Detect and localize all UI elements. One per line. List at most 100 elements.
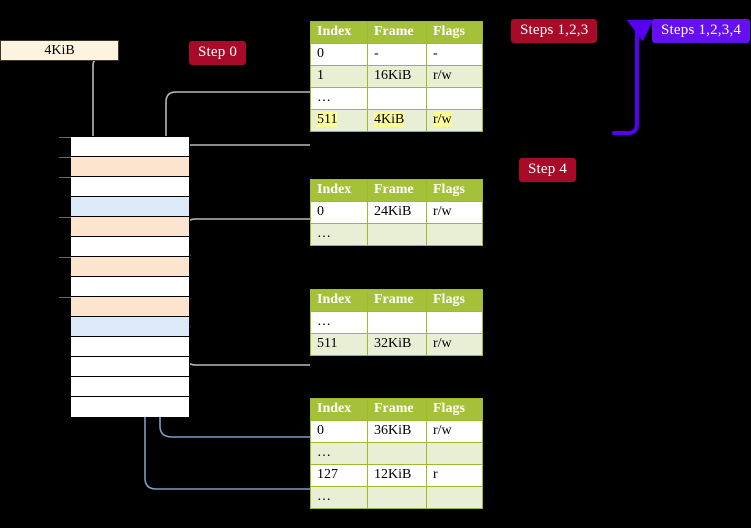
memory-frame-row <box>71 317 189 337</box>
table-row: … <box>310 311 483 334</box>
badge-steps-123: Steps 1,2,3 <box>511 19 598 43</box>
table-header-row: Index Frame Flags <box>310 21 483 44</box>
table-header-row: Index Frame Flags <box>310 289 483 312</box>
cell-frame <box>367 311 427 334</box>
cell-index: 0 <box>310 43 368 66</box>
cell-flags: r/w <box>426 333 483 356</box>
highlighted-value: 511 <box>317 112 338 127</box>
cell-frame: 16KiB <box>367 65 427 88</box>
badge-steps-1234: Steps 1,2,3,4 <box>652 19 751 43</box>
memory-frame-tick <box>59 177 71 178</box>
cell-flags <box>426 311 483 334</box>
cell-flags: r/w <box>426 65 483 88</box>
cell-index: 1 <box>310 65 368 88</box>
memory-frame-row <box>71 337 189 357</box>
page-size-label: 4KiB <box>44 43 75 58</box>
table-row: … <box>310 442 483 465</box>
column-header-index: Index <box>310 179 368 202</box>
wire-pdpt-to-grid <box>179 218 310 267</box>
column-header-frame: Frame <box>367 398 427 421</box>
table-row: … <box>310 486 483 509</box>
page-table-pd: Index Frame Flags … 511 32KiB r/w <box>310 289 483 356</box>
column-header-flags: Flags <box>426 21 483 44</box>
highlighted-value: r/w <box>433 112 452 127</box>
badge-step-4: Step 4 <box>519 158 577 182</box>
cell-frame: 4KiB <box>367 109 427 132</box>
cell-flags: r <box>426 464 483 487</box>
column-header-flags: Flags <box>426 179 483 202</box>
highlighted-value: 4KiB <box>374 112 405 127</box>
cell-flags <box>426 87 483 110</box>
physical-memory-grid <box>59 136 190 417</box>
table-row: 127 12KiB r <box>310 464 483 487</box>
memory-frame-row <box>71 237 189 257</box>
column-header-frame: Frame <box>367 21 427 44</box>
cell-index: … <box>310 486 368 509</box>
cell-frame: 36KiB <box>367 420 427 443</box>
column-header-index: Index <box>310 21 368 44</box>
column-header-index: Index <box>310 289 368 312</box>
cell-frame: 32KiB <box>367 333 427 356</box>
table-row: 0 36KiB r/w <box>310 420 483 443</box>
arrow-steps-1234 <box>612 19 654 135</box>
column-header-frame: Frame <box>367 179 427 202</box>
cell-index: … <box>310 223 368 246</box>
cell-flags: r/w <box>426 109 483 132</box>
column-header-flags: Flags <box>426 398 483 421</box>
memory-frame-row <box>71 357 189 377</box>
memory-frame-row <box>71 217 189 237</box>
memory-frame-tick <box>59 297 71 298</box>
page-size-box: 4KiB <box>0 40 119 61</box>
memory-frame-tick <box>59 257 71 258</box>
table-row: 0 24KiB r/w <box>310 201 483 224</box>
cell-frame <box>367 223 427 246</box>
memory-frame-row <box>71 377 189 397</box>
page-table-pdpt: Index Frame Flags 0 24KiB r/w … <box>310 179 483 246</box>
cell-index: 511 <box>310 333 368 356</box>
memory-frame-tick <box>59 157 71 158</box>
cell-index: 0 <box>310 201 368 224</box>
memory-frame-row <box>71 397 189 417</box>
memory-frame-row <box>71 137 189 157</box>
cell-flags <box>426 223 483 246</box>
cell-frame <box>367 87 427 110</box>
cell-index: … <box>310 87 368 110</box>
badge-step-0: Step 0 <box>189 41 247 65</box>
memory-frame-row <box>71 297 189 317</box>
table-row: 511 32KiB r/w <box>310 333 483 356</box>
table-row: … <box>310 87 483 110</box>
cell-flags: - <box>426 43 483 66</box>
cell-frame: 12KiB <box>367 464 427 487</box>
cell-frame: 24KiB <box>367 201 427 224</box>
page-table-pml4: Index Frame Flags 0 - - 1 16KiB r/w … <box>310 21 483 132</box>
table-header-row: Index Frame Flags <box>310 398 483 421</box>
table-row: 1 16KiB r/w <box>310 65 483 88</box>
cell-index: … <box>310 311 368 334</box>
column-header-frame: Frame <box>367 289 427 312</box>
column-header-flags: Flags <box>426 289 483 312</box>
memory-frame-row <box>71 257 189 277</box>
table-header-row: Index Frame Flags <box>310 179 483 202</box>
wire-pml4-511-to-grid <box>172 144 310 201</box>
cell-frame: - <box>367 43 427 66</box>
cell-index: 0 <box>310 420 368 443</box>
table-row: 511 4KiB r/w <box>310 109 483 132</box>
cell-flags <box>426 442 483 465</box>
cell-flags: r/w <box>426 201 483 224</box>
wire-pd-to-grid <box>179 315 310 366</box>
table-row: 0 - - <box>310 43 483 66</box>
memory-frame-row <box>71 157 189 177</box>
column-header-index: Index <box>310 398 368 421</box>
memory-frame-tick <box>59 217 71 218</box>
memory-frame-row <box>71 277 189 297</box>
cell-index: 127 <box>310 464 368 487</box>
cell-index: … <box>310 442 368 465</box>
page-table-pt: Index Frame Flags 0 36KiB r/w … 127 12Ki… <box>310 398 483 509</box>
table-row: … <box>310 223 483 246</box>
memory-frame-tick <box>59 137 71 138</box>
cell-flags <box>426 486 483 509</box>
memory-frame-row <box>71 177 189 197</box>
cell-index: 511 <box>310 109 368 132</box>
cell-frame <box>367 486 427 509</box>
